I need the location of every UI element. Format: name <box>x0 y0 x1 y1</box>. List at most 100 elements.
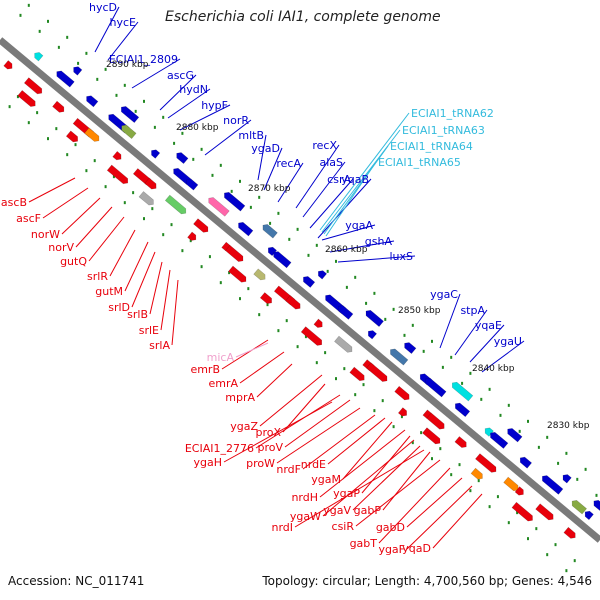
gene-arrow <box>507 428 523 443</box>
gene-arrow <box>425 377 447 398</box>
leader-line <box>327 417 386 465</box>
leader-line <box>263 147 283 191</box>
tick-dot <box>208 255 211 259</box>
tick-dot <box>365 301 368 305</box>
tick-dot <box>422 349 425 353</box>
tick-dot <box>277 329 280 333</box>
tick-dot <box>477 479 480 483</box>
tick-dot <box>200 147 203 151</box>
gene-arrow <box>366 362 388 382</box>
leader-line <box>107 21 139 61</box>
leader-line <box>223 401 333 463</box>
leader-line <box>294 449 425 528</box>
tick-dot <box>546 435 549 439</box>
gene-arrow <box>404 342 417 354</box>
tick-dot <box>239 297 241 301</box>
leader-line <box>131 251 156 308</box>
leader-line <box>167 88 211 119</box>
tick-dot <box>219 281 222 285</box>
tick-dot <box>488 387 491 391</box>
gene-arrow <box>84 127 100 142</box>
gene-label-norr: norR <box>223 114 249 127</box>
gene-arrow <box>23 77 43 95</box>
tick-dot <box>441 365 444 369</box>
tick-label: 2830 kbp <box>547 421 590 431</box>
tick-dot <box>469 489 472 493</box>
gene-label-ascb: ascB <box>1 196 27 209</box>
leader-line <box>432 493 483 549</box>
genome-summary: Topology: circular; Length: 4,700,560 bp… <box>262 574 592 588</box>
tick-dot <box>557 461 560 465</box>
tick-dot <box>269 221 272 225</box>
tick-dot <box>153 125 156 129</box>
tick-dot <box>296 227 299 231</box>
gene-arrow <box>34 52 44 62</box>
gene-label-ygah: ygaH <box>193 456 222 469</box>
gene-label-hydn: hydN <box>179 83 208 96</box>
leader-line <box>257 134 267 181</box>
leader-line <box>295 144 340 209</box>
gene-label-yqad: yqaD <box>402 542 431 555</box>
gene-arrow <box>17 90 36 107</box>
gene-arrow <box>238 222 254 237</box>
gene-label-ygaw: ygaW <box>290 510 321 523</box>
gene-label-eciai1-trna64: ECIAI1_tRNA64 <box>390 140 473 153</box>
gene-label-srlr: srlR <box>87 270 108 283</box>
tick-dot <box>392 307 395 311</box>
gene-label-hyce: hycE <box>110 16 137 29</box>
gene-label-ygam: ygaM <box>311 473 341 486</box>
leader-line <box>355 459 441 527</box>
leader-line <box>221 339 269 370</box>
gene-label-ygac: ygaC <box>430 288 458 301</box>
gene-label-hypf: hypF <box>201 99 228 112</box>
leader-line <box>160 269 171 331</box>
tick-dot <box>431 457 433 461</box>
tick-dot <box>527 419 529 423</box>
tick-dot <box>162 115 165 119</box>
leader-line <box>302 414 376 470</box>
tick-dot <box>584 467 587 471</box>
leader-line <box>406 485 473 550</box>
gene-arrow <box>138 191 154 206</box>
leader-line <box>75 206 113 248</box>
gene-arrow <box>151 149 161 159</box>
tick-dot <box>228 271 231 275</box>
tick-dot <box>400 415 403 419</box>
tick-dot <box>200 265 203 269</box>
gene-arrow <box>470 467 483 480</box>
tick-dot <box>420 431 423 435</box>
gene-arrow <box>225 244 244 262</box>
gene-arrow <box>112 150 122 161</box>
gene-label-stpa: stpA <box>460 304 485 317</box>
tick-dot <box>335 259 337 263</box>
gene-arrow <box>267 246 277 257</box>
gene-label-ascf: ascF <box>16 212 41 225</box>
gene-label-hycd: hycD <box>89 1 117 14</box>
gene-label-eciai1-2809: ECIAI1_2809 <box>109 53 178 66</box>
tick-dot <box>47 137 49 141</box>
gene-label-csir: csiR <box>332 520 355 533</box>
gene-label-yqab: yqaB <box>341 173 369 186</box>
tick-dot <box>211 173 214 177</box>
gene-arrow <box>208 197 230 217</box>
tick-dot <box>123 83 126 87</box>
gene-label-yqaa: yqaA <box>345 219 373 232</box>
gene-label-prox: proX <box>255 426 281 439</box>
gene-label-ygaz: ygaZ <box>230 420 258 433</box>
tick-dot <box>546 553 549 557</box>
tick-label: 2870 kbp <box>248 184 291 194</box>
tick-dot <box>85 51 88 55</box>
tick-dot <box>57 45 60 49</box>
gene-label-prov: proV <box>257 441 283 454</box>
gene-arrow <box>193 218 209 233</box>
tick-dot <box>258 195 261 199</box>
tick-dot <box>219 163 222 167</box>
gene-label-mpra: mprA <box>225 391 255 404</box>
gene-label-ygaf: ygaF <box>378 543 405 556</box>
gene-label-nrdf: nrdF <box>276 463 301 476</box>
tick-dot <box>354 275 357 279</box>
leader-line <box>259 374 323 427</box>
tick-dot <box>307 253 310 257</box>
tick-dot <box>288 237 291 241</box>
